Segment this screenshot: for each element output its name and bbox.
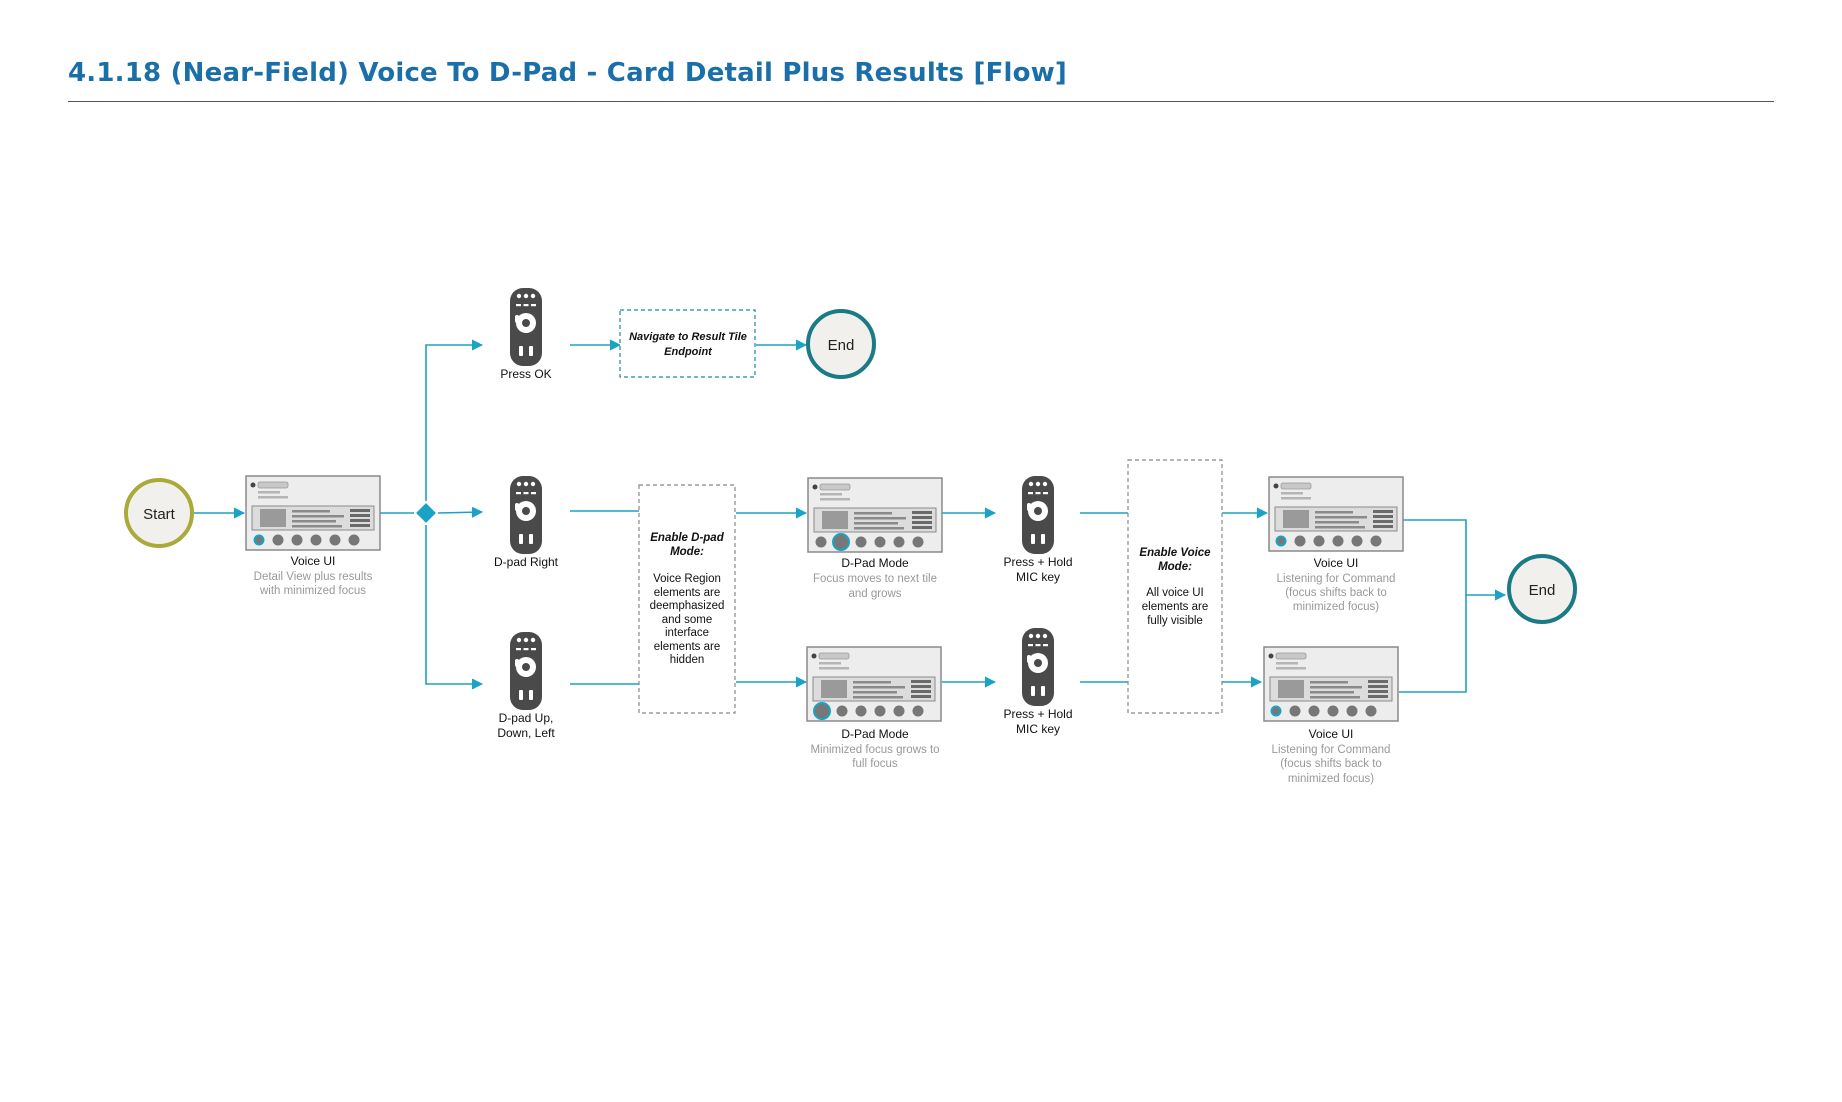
press-hold-1-line1: Press + Hold [1003, 555, 1072, 569]
end-right-label: End [1529, 582, 1556, 599]
dpad-udl-line1: D-pad Up, [499, 711, 554, 725]
remote-dpad-up-down-left: D-pad Up, Down, Left [497, 632, 555, 740]
branch-middle [437, 506, 484, 518]
end-node-top: End [806, 309, 876, 379]
branch-top [425, 339, 484, 501]
remote-press-hold-2: Press + Hold MIC key [1003, 628, 1073, 736]
enable-dpad-body-6: elements are [654, 641, 720, 653]
dpad-mode-1-note-line2: and grows [848, 588, 901, 600]
voice-ui-1-note-line1: Detail View plus results [254, 571, 373, 583]
voice-ui-screen-1: Voice UI Detail View plus results with m… [245, 475, 381, 597]
enable-dpad-body-2: elements are [654, 587, 720, 599]
end-node-right: End [1507, 554, 1577, 624]
dpad-mode-screen-2: D-Pad Mode Minimized focus grows to full… [806, 646, 942, 770]
press-hold-2-line1: Press + Hold [1003, 707, 1072, 721]
voice-ui-screen-3: Voice UI Listening for Command (focus sh… [1263, 646, 1399, 785]
dpad-udl-line2: Down, Left [497, 726, 555, 740]
navigate-line1: Navigate to Result Tile [629, 331, 747, 343]
enable-voice-body-3: fully visible [1147, 615, 1203, 627]
enable-voice-body-1: All voice UI [1146, 587, 1204, 599]
focus-dots [253, 534, 360, 546]
dpad-right-label: D-pad Right [494, 555, 559, 569]
enable-voice-title-line2: Mode: [1158, 561, 1192, 573]
voice-ui-2-note-line1: Listening for Command [1277, 573, 1396, 585]
enable-dpad-title-line2: Mode: [670, 546, 704, 558]
voice-ui-3-title: Voice UI [1309, 727, 1354, 741]
enable-voice-body-2: elements are [1142, 601, 1208, 613]
voice-ui-2-note-line3: minimized focus) [1293, 601, 1379, 613]
press-hold-1-line2: MIC key [1016, 570, 1060, 584]
enable-dpad-body-7: hidden [670, 654, 705, 666]
remote-dpad-right: D-pad Right [494, 476, 559, 569]
enable-dpad-mode-box: Enable D-pad Mode: Voice Region elements… [638, 484, 736, 714]
voice-ui-screen-2: Voice UI Listening for Command (focus sh… [1268, 476, 1404, 613]
voice-ui-3-note-line3: minimized focus) [1288, 773, 1374, 785]
enable-voice-title-line1: Enable Voice [1139, 547, 1211, 559]
dpad-mode-1-note-line1: Focus moves to next tile [813, 573, 937, 585]
enable-voice-mode-box: Enable Voice Mode: All voice UI elements… [1127, 459, 1223, 714]
press-ok-label: Press OK [500, 367, 551, 381]
dpad-mode-2-note-line1: Minimized focus grows to [810, 744, 939, 756]
voice-ui-2-title: Voice UI [1314, 556, 1359, 570]
enable-dpad-body-3: deemphasized [650, 600, 725, 612]
title-divider [68, 101, 1774, 102]
voice-ui-2-note-line2: (focus shifts back to [1285, 587, 1387, 599]
dpad-mode-2-title: D-Pad Mode [841, 727, 909, 741]
remote-press-ok: Press OK [500, 288, 552, 381]
page-title: 4.1.18 (Near-Field) Voice To D-Pad - Car… [68, 58, 1068, 88]
enable-dpad-body-4: and some [662, 614, 713, 626]
dpad-mode-screen-1: D-Pad Mode Focus moves to next tile and … [807, 477, 943, 600]
start-node: Start [124, 478, 194, 548]
dpad-mode-2-note-line2: full focus [852, 758, 898, 770]
voice-ui-1-note-line2: with minimized focus [259, 585, 366, 597]
end-top-label: End [828, 337, 855, 354]
press-hold-2-line2: MIC key [1016, 722, 1060, 736]
voice-ui-3-note-line1: Listening for Command [1272, 744, 1391, 756]
start-label: Start [143, 506, 176, 523]
voice-ui-3-note-line2: (focus shifts back to [1280, 758, 1382, 770]
enable-dpad-title-line1: Enable D-pad [650, 532, 724, 544]
dpad-mode-1-title: D-Pad Mode [841, 556, 909, 570]
navigate-line2: Endpoint [664, 346, 713, 358]
connectors [193, 339, 1507, 693]
remote-press-hold-1: Press + Hold MIC key [1003, 476, 1073, 584]
line-voiceui3-to-end [1399, 595, 1467, 693]
voice-ui-1-title: Voice UI [291, 554, 336, 568]
enable-dpad-body-1: Voice Region [653, 573, 721, 585]
line-voiceui2-to-end [1403, 519, 1467, 595]
decision-diamond [416, 503, 436, 523]
navigate-endpoint-box: Navigate to Result Tile Endpoint [619, 309, 756, 378]
enable-dpad-body-5: interface [665, 627, 709, 639]
branch-bottom [425, 525, 484, 690]
